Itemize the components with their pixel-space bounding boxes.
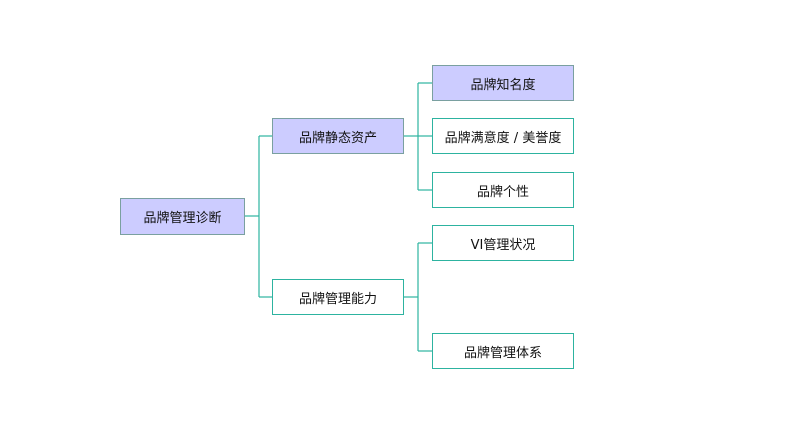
leaf-node-vi-management: VI管理状况 (432, 225, 574, 261)
branch-node-management-ability: 品牌管理能力 (272, 279, 404, 315)
leaf-node-brand-management-system: 品牌管理体系 (432, 333, 574, 369)
leaf-node-brand-personality: 品牌个性 (432, 172, 574, 208)
leaf-node-brand-satisfaction: 品牌满意度 / 美誉度 (432, 118, 574, 154)
leaf-node-brand-awareness: 品牌知名度 (432, 65, 574, 101)
branch-node-static-assets: 品牌静态资产 (272, 118, 404, 154)
root-node: 品牌管理诊断 (120, 198, 245, 235)
